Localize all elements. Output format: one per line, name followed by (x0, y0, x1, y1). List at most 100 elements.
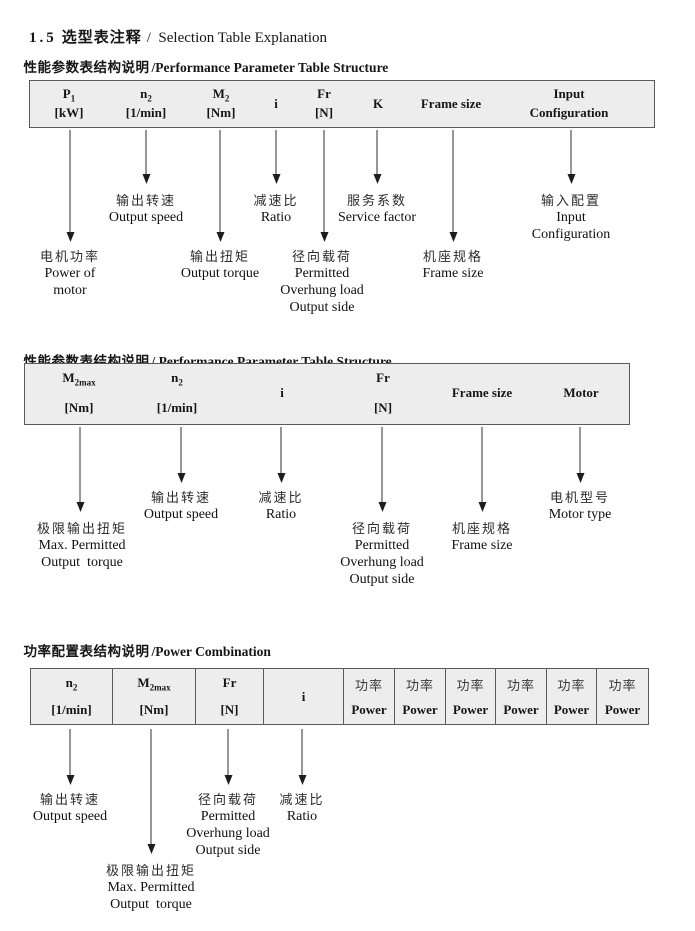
performance-table-1: P1[kW] n2[1/min] M2[Nm] i Fr[N] K Frame … (29, 80, 655, 128)
col-frame-size-label: Frame size (420, 95, 482, 111)
col-frame-size: Frame size (421, 81, 481, 127)
col-motor-label: Motor (563, 385, 599, 400)
arrowhead-icon (66, 775, 74, 785)
section-number: 1.5 (29, 30, 57, 46)
arrowhead-icon (576, 473, 584, 483)
col-k: K (373, 81, 383, 127)
section3-heading-zh: 功率配置表结构说明 (23, 644, 150, 659)
col-p1: P1[kW] (55, 81, 84, 127)
col-m2max: M2max [Nm] (62, 364, 95, 424)
arrow-n2 (142, 130, 151, 184)
col-fr-symbol: Fr (376, 370, 390, 385)
arrowhead-icon (373, 174, 381, 184)
arrow-fr (224, 729, 233, 785)
col-n2: n2[1/min] (31, 669, 112, 724)
col-n2-unit: [1/min] (51, 702, 92, 717)
col-i: i (280, 364, 284, 424)
arrowhead-icon (449, 232, 457, 242)
col-fr: Fr [N] (195, 669, 263, 724)
col-fr-symbol: Fr (222, 675, 237, 690)
arrow-i (272, 130, 281, 184)
arrowhead-icon (76, 502, 84, 512)
col-fr: Fr[N] (315, 81, 333, 127)
col-i: i (263, 669, 343, 724)
arrow-k (373, 130, 382, 184)
arrowhead-icon (378, 502, 386, 512)
col-input-line2: Configuration (529, 105, 609, 120)
arrow-m2 (216, 130, 225, 242)
title-english: / Selection Table Explanation (146, 30, 328, 46)
col-m2max-symbol: M2max (137, 675, 171, 693)
arrowhead-icon (147, 844, 155, 854)
arrow-i (298, 729, 307, 785)
col-frame-size: Frame size (452, 364, 512, 424)
col-i-symbol: i (274, 95, 278, 111)
arrowhead-icon (298, 775, 306, 785)
arrow-frame-size (449, 130, 458, 242)
col-n2-unit: [1/min] (156, 400, 198, 415)
arrowhead-icon (320, 232, 328, 242)
col-fr: Fr [N] (374, 364, 392, 424)
section3-heading-en: /Power Combination (151, 644, 271, 659)
col-m2max-unit: [Nm] (139, 702, 169, 717)
col-n2: n2[1/min] (157, 364, 197, 424)
col-frame-size-label: Frame size (451, 385, 513, 400)
arrowhead-icon (224, 775, 232, 785)
arrowhead-icon (277, 473, 285, 483)
section3-heading: 功率配置表结构说明/Power Combination (10, 624, 271, 676)
arrow-n2 (66, 729, 75, 785)
col-fr-unit: [N] (220, 702, 239, 717)
section1-heading-en: /Performance Parameter Table Structure (151, 60, 389, 75)
col-i-symbol: i (301, 688, 306, 704)
col-n2-symbol: n2 (140, 86, 152, 104)
col-fr-unit: [N] (373, 400, 393, 415)
col-p1-unit: [kW] (54, 105, 84, 120)
arrowhead-icon (272, 174, 280, 184)
arrow-motor (576, 427, 585, 483)
title-chinese: 选型表注释 (61, 30, 142, 46)
col-m2-symbol: M2 (212, 86, 230, 104)
section1-heading-zh: 性能参数表结构说明 (23, 60, 150, 75)
arrow-i (277, 427, 286, 483)
arrowhead-icon (216, 232, 224, 242)
arrowhead-icon (567, 174, 575, 184)
col-i-symbol: i (280, 385, 284, 400)
col-m2max-symbol: M2max (62, 370, 96, 388)
col-n2-unit: [1/min] (125, 105, 167, 120)
section1-heading: 性能参数表结构说明/Performance Parameter Table St… (10, 40, 389, 92)
arrow-n2 (177, 427, 186, 483)
arrowhead-icon (66, 232, 74, 242)
col-m2max: M2max [Nm] (112, 669, 195, 724)
arrow-p1 (66, 130, 75, 242)
col-fr-unit: [N] (314, 105, 334, 120)
arrowhead-icon (478, 502, 486, 512)
col-input-line1: Input (553, 86, 585, 101)
performance-table-2: M2max [Nm] n2[1/min] i Fr [N] Frame size M… (24, 363, 630, 425)
col-m2max-unit: [Nm] (64, 400, 94, 415)
col-m2-unit: [Nm] (206, 105, 236, 120)
arrowhead-icon (177, 473, 185, 483)
